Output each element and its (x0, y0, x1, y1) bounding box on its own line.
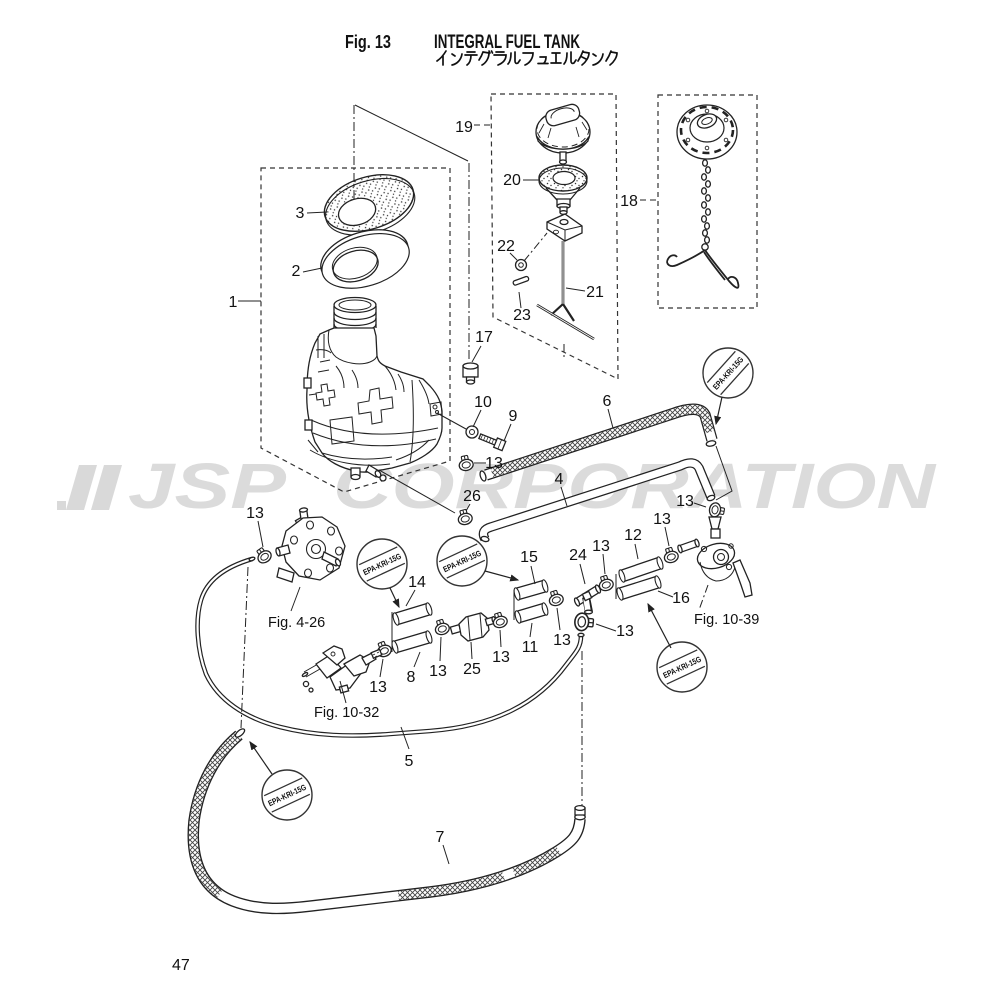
svg-text:13: 13 (676, 493, 694, 510)
svg-text:15: 15 (520, 549, 538, 566)
svg-text:10: 10 (474, 394, 492, 411)
svg-text:11: 11 (522, 639, 539, 656)
svg-text:3: 3 (296, 205, 305, 222)
svg-text:12: 12 (624, 527, 642, 544)
svg-text:1: 1 (229, 294, 238, 311)
svg-text:13: 13 (653, 511, 671, 528)
svg-text:CORPORATION: CORPORATION (333, 450, 937, 522)
svg-text:13: 13 (485, 455, 503, 472)
svg-text:13: 13 (553, 632, 571, 649)
svg-text:8: 8 (407, 669, 416, 686)
svg-text:Fig. 10-39: Fig. 10-39 (694, 612, 759, 628)
svg-text:19: 19 (455, 119, 473, 136)
svg-text:47: 47 (172, 957, 190, 974)
svg-text:25: 25 (463, 661, 481, 678)
svg-text:13: 13 (592, 538, 610, 555)
svg-text:13: 13 (369, 679, 387, 696)
svg-text:13: 13 (492, 649, 510, 666)
svg-text:17: 17 (475, 329, 493, 346)
svg-text:2: 2 (292, 263, 301, 280)
svg-text:22: 22 (497, 238, 515, 255)
svg-text:6: 6 (603, 393, 612, 410)
svg-text:26: 26 (463, 488, 481, 505)
svg-text:9: 9 (509, 408, 518, 425)
svg-text:13: 13 (429, 663, 447, 680)
svg-text:20: 20 (503, 172, 521, 189)
svg-text:16: 16 (672, 590, 690, 607)
svg-text:21: 21 (586, 284, 604, 301)
svg-text:14: 14 (408, 574, 426, 591)
svg-text:4: 4 (555, 471, 564, 488)
svg-text:INTEGRAL FUEL TANK: INTEGRAL FUEL TANK (434, 32, 580, 53)
svg-text:Fig. 10-32: Fig. 10-32 (314, 705, 379, 721)
svg-text:13: 13 (246, 505, 264, 522)
svg-text:Fig. 4-26: Fig. 4-26 (268, 615, 325, 631)
svg-text:23: 23 (513, 307, 531, 324)
svg-text:24: 24 (569, 547, 587, 564)
svg-text:JSP: JSP (128, 450, 286, 522)
svg-text:13: 13 (616, 623, 634, 640)
svg-text:5: 5 (405, 753, 414, 770)
svg-text:7: 7 (436, 829, 445, 846)
svg-text:18: 18 (620, 193, 638, 210)
svg-text:Fig. 13: Fig. 13 (345, 32, 391, 52)
